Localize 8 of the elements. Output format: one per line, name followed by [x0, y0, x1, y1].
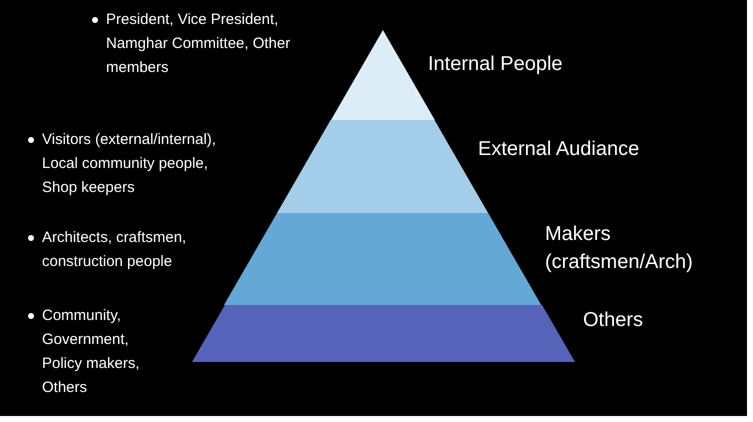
stakeholder-list: Community, Government, Policy makers, Others — [42, 304, 167, 400]
stakeholder-list: Visitors (external/internal), Local community people, Shop keepers — [42, 128, 242, 200]
stakeholder-list: President, Vice President, Namghar Committee, Other members — [106, 8, 291, 80]
level-label: Makers (craftsmen/Arch) — [545, 222, 694, 275]
level-label: Others — [583, 308, 644, 333]
level-label: External Audiance — [478, 137, 640, 162]
level-label: Internal People — [428, 52, 564, 77]
stakeholder-list: Architects, craftsmen, construction people — [42, 226, 227, 274]
